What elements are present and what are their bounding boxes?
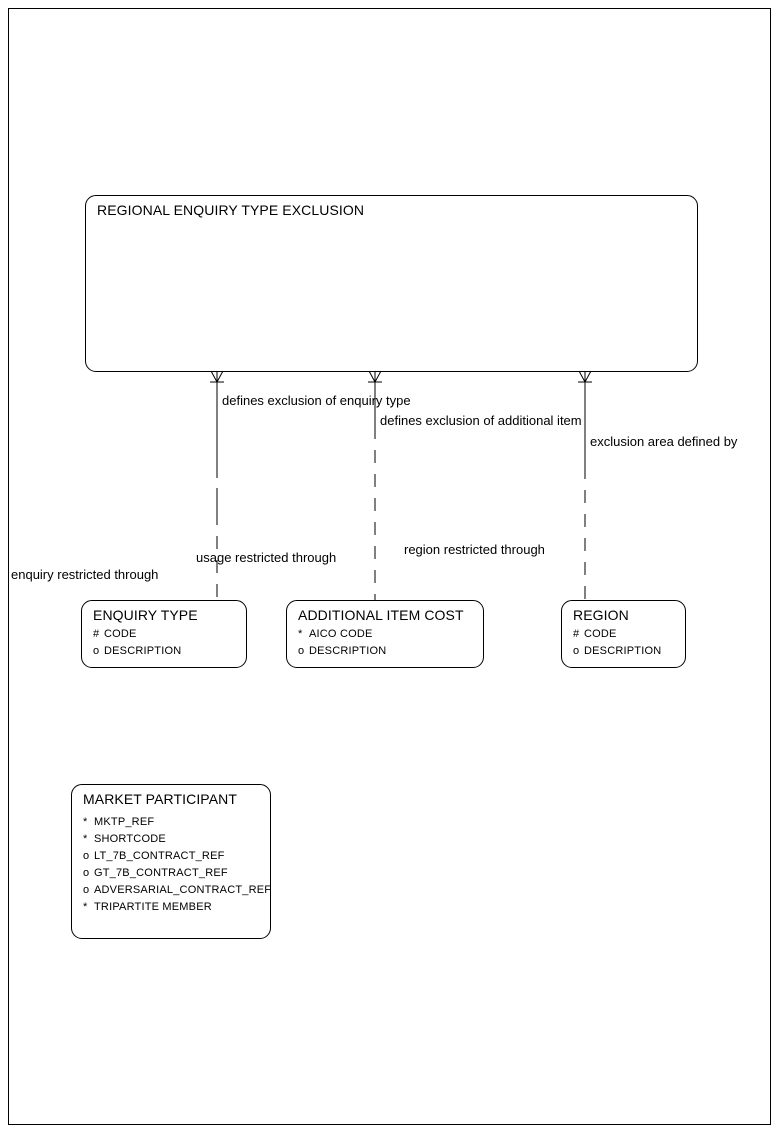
relationship-label-region-restricted-through: region restricted through (404, 542, 545, 557)
entity-title: ENQUIRY TYPE (93, 607, 198, 623)
attribute-marker: # (573, 628, 580, 640)
entity-market-participant[interactable]: MARKET PARTICIPANT * MKTP_REF * SHORTCODE … (71, 784, 271, 939)
attribute-marker: * (83, 901, 88, 913)
entity-enquiry-type[interactable]: ENQUIRY TYPE # CODE o DESCRIPTION (81, 600, 247, 668)
entity-attributes: # CODE o DESCRIPTION (573, 626, 685, 660)
attribute-name: DESCRIPTION (584, 645, 662, 657)
attribute-row: # CODE (573, 626, 685, 643)
attribute-row: o DESCRIPTION (93, 643, 246, 660)
entity-region[interactable]: REGION # CODE o DESCRIPTION (561, 600, 686, 668)
entity-additional-item-cost[interactable]: ADDITIONAL ITEM COST * AICO CODE o DESCRIP… (286, 600, 484, 668)
relationship-label-enquiry-restricted-through: enquiry restricted through (11, 567, 159, 582)
attribute-row: o DESCRIPTION (573, 643, 685, 660)
attribute-row: o LT_7B_CONTRACT_REF (83, 848, 270, 865)
attribute-marker: # (93, 628, 100, 640)
entity-attributes: * AICO CODE o DESCRIPTION (298, 626, 483, 660)
entity-title: ADDITIONAL ITEM COST (298, 607, 464, 623)
attribute-row: * AICO CODE (298, 626, 483, 643)
relationship-label-defines-exclusion-enquiry-type: defines exclusion of enquiry type (222, 393, 411, 408)
attribute-name: CODE (584, 628, 617, 640)
entity-attributes: * MKTP_REF * SHORTCODE o LT_7B_CONTRACT_REF… (83, 814, 270, 916)
attribute-marker: o (83, 850, 90, 862)
attribute-row: o DESCRIPTION (298, 643, 483, 660)
page-border (8, 8, 771, 1125)
attribute-row: o ADVERSARIAL_CONTRACT_REF (83, 882, 270, 899)
attribute-marker: * (83, 833, 88, 845)
attribute-row: # CODE (93, 626, 246, 643)
attribute-marker: * (298, 628, 303, 640)
attribute-name: GT_7B_CONTRACT_REF (94, 867, 228, 879)
relationship-label-usage-restricted-through: usage restricted through (196, 550, 337, 565)
attribute-row: * TRIPARTITE MEMBER (83, 899, 270, 916)
entity-title: REGIONAL ENQUIRY TYPE EXCLUSION (97, 202, 365, 218)
attribute-marker: o (83, 867, 90, 879)
relationship-label-defines-exclusion-additional-item: defines exclusion of additional item (380, 413, 582, 428)
attribute-marker: o (83, 884, 90, 896)
attribute-name: SHORTCODE (94, 833, 166, 845)
attribute-row: * SHORTCODE (83, 831, 270, 848)
attribute-name: DESCRIPTION (104, 645, 182, 657)
attribute-row: o GT_7B_CONTRACT_REF (83, 865, 270, 882)
attribute-row: * MKTP_REF (83, 814, 270, 831)
entity-attributes: # CODE o DESCRIPTION (93, 626, 246, 660)
attribute-marker: o (573, 645, 580, 657)
entity-regional-enquiry-type-exclusion[interactable]: REGIONAL ENQUIRY TYPE EXCLUSION (85, 195, 698, 372)
relationship-label-exclusion-area-defined-by: exclusion area defined by (590, 434, 738, 449)
entity-title: REGION (573, 607, 629, 623)
attribute-marker: * (83, 816, 88, 828)
attribute-name: DESCRIPTION (309, 645, 387, 657)
attribute-name: LT_7B_CONTRACT_REF (94, 850, 225, 862)
attribute-marker: o (93, 645, 100, 657)
entity-title: MARKET PARTICIPANT (83, 791, 238, 807)
attribute-name: MKTP_REF (94, 816, 155, 828)
attribute-name: ADVERSARIAL_CONTRACT_REF (94, 884, 271, 896)
attribute-name: TRIPARTITE MEMBER (94, 901, 212, 913)
attribute-name: CODE (104, 628, 137, 640)
attribute-marker: o (298, 645, 305, 657)
attribute-name: AICO CODE (309, 628, 373, 640)
